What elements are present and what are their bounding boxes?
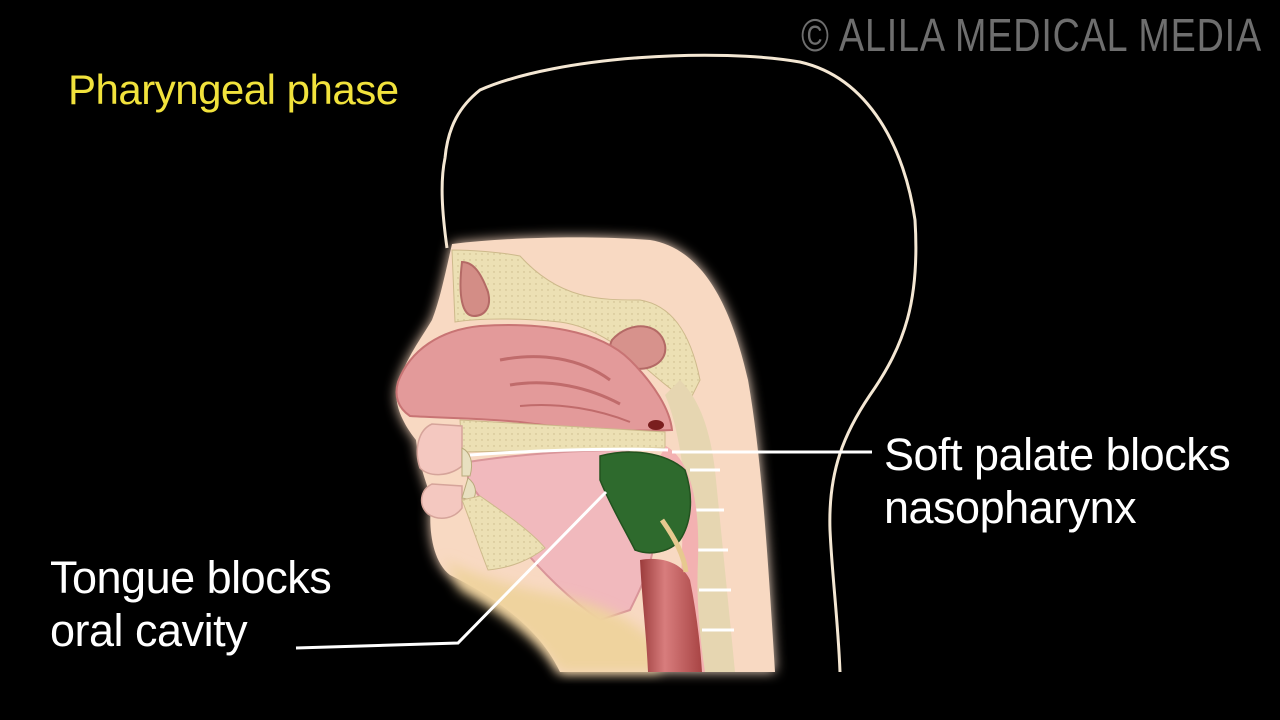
diagram-title: Pharyngeal phase [68, 66, 399, 113]
nasal-cavity [395, 324, 674, 432]
copyright-watermark: © ALILA MEDICAL MEDIA [801, 9, 1262, 61]
larynx-trachea [640, 558, 702, 672]
tongue-pointer-line [295, 490, 608, 650]
skull-bone [451, 249, 701, 401]
soft-palate-label: Soft palate blocks nasopharynx [884, 429, 1231, 534]
frontal-sinus [459, 260, 490, 318]
soft-palate [469, 447, 669, 457]
teeth [461, 447, 476, 501]
neck-floor [445, 560, 660, 672]
head-outline [440, 53, 918, 673]
tongue-label: Tongue blocks oral cavity [50, 552, 332, 657]
epiglottis [659, 518, 689, 573]
lips [416, 423, 463, 520]
mandible [461, 495, 546, 571]
